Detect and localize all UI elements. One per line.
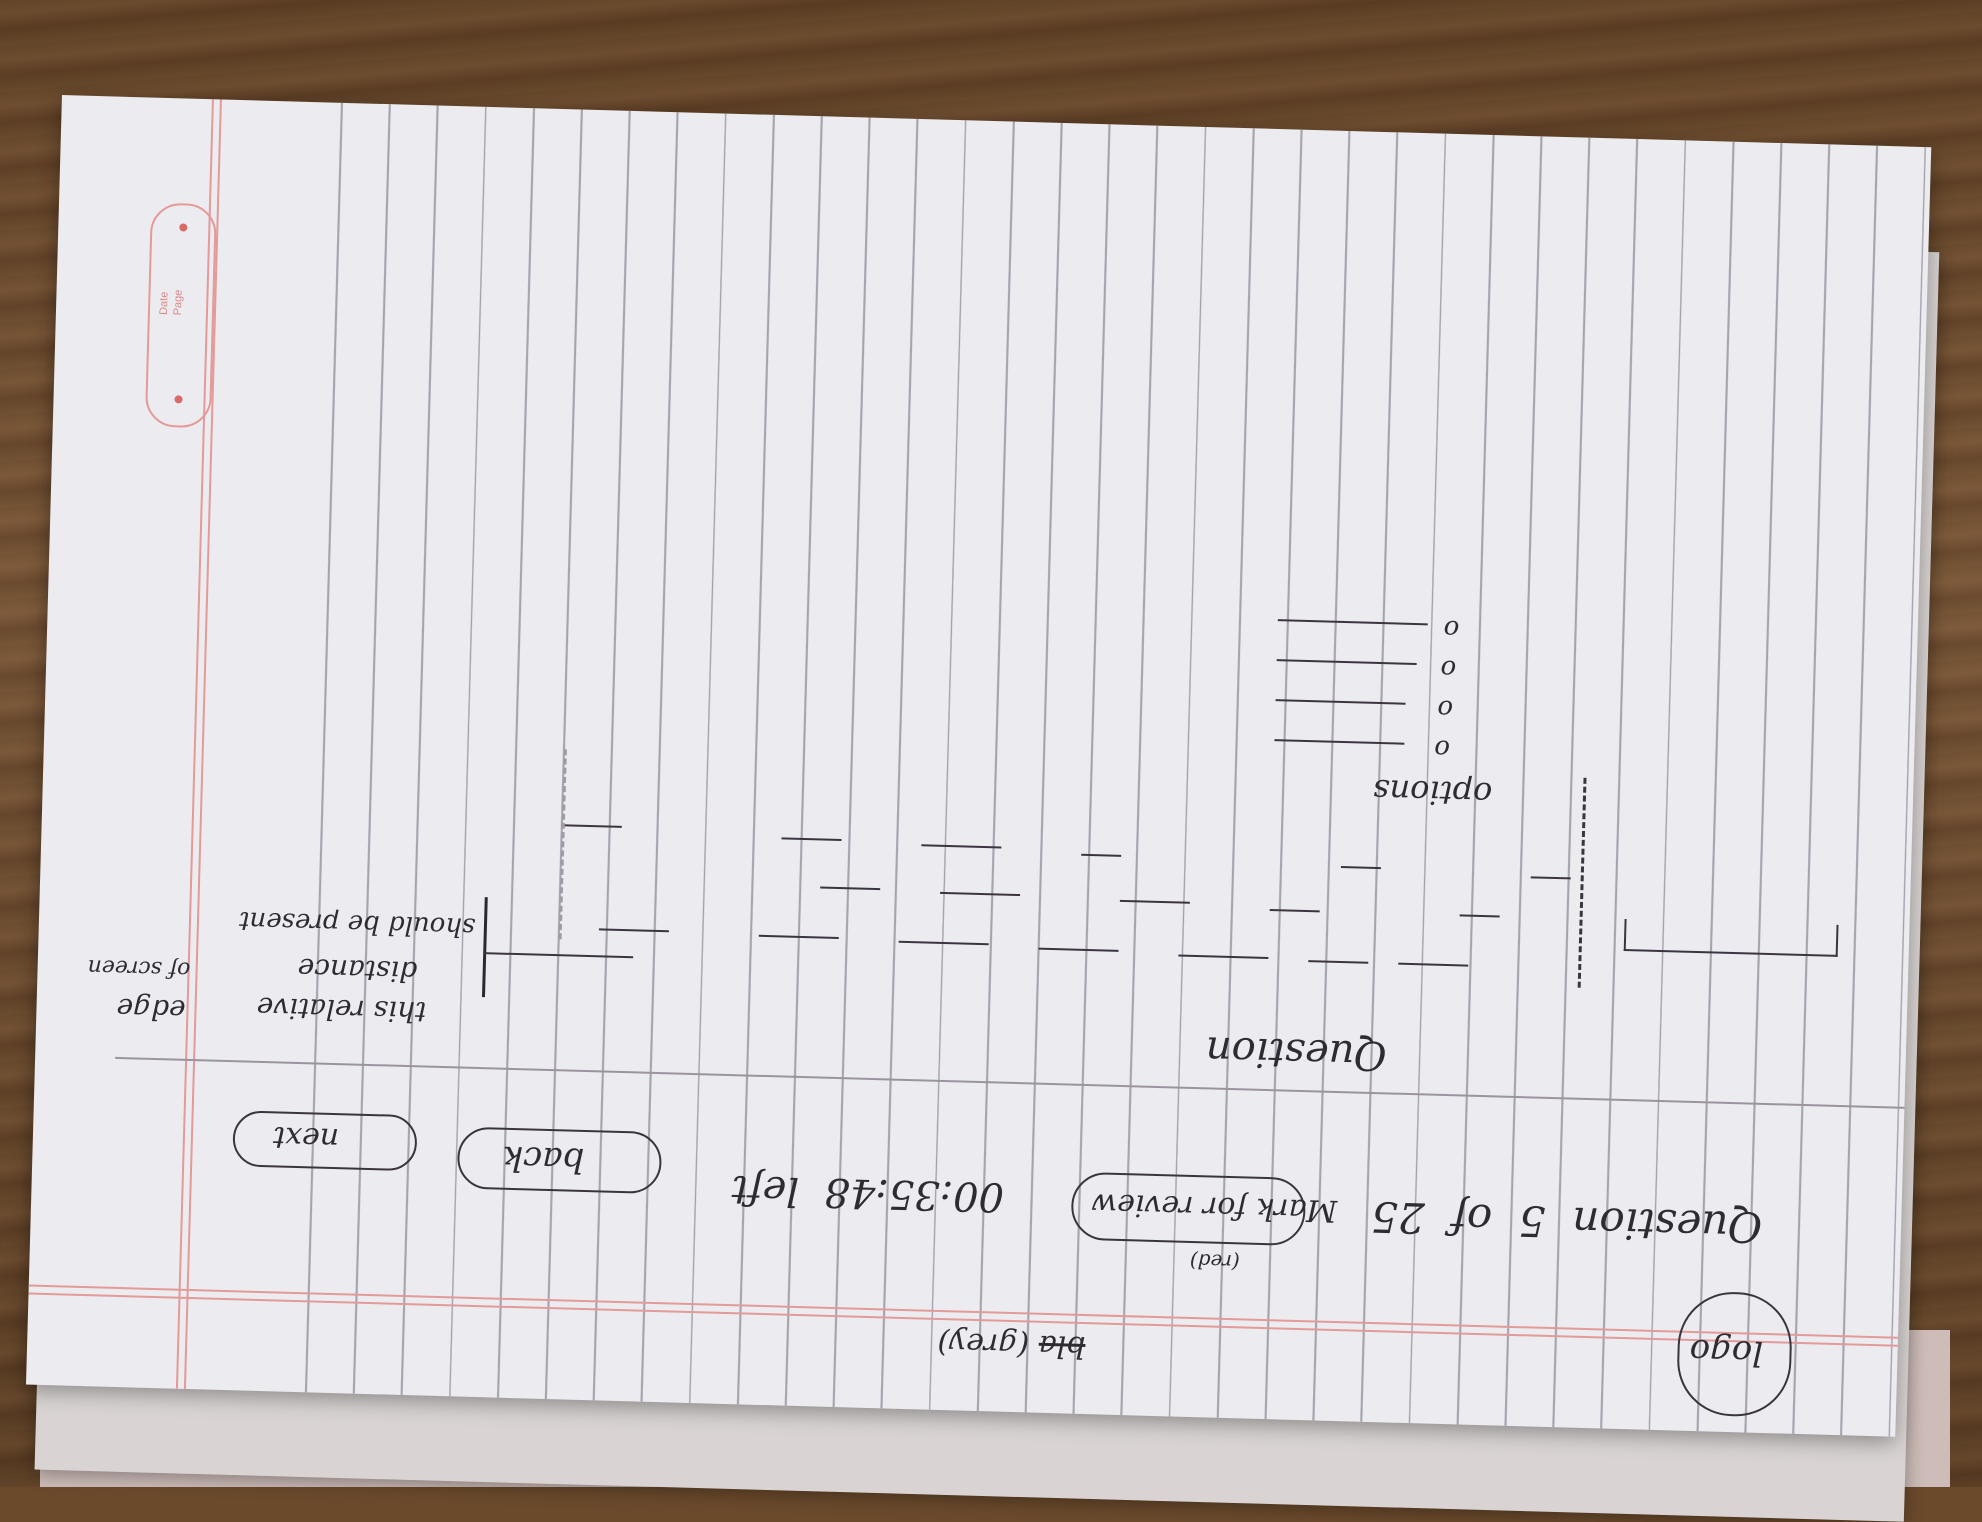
option-marker-2: o bbox=[1436, 693, 1454, 725]
annotation-edge-2: of screen bbox=[87, 954, 191, 982]
mark-color-note: (red) bbox=[1189, 1248, 1241, 1275]
option-marker-4: o bbox=[1443, 613, 1460, 645]
annotation-edge: edge bbox=[116, 991, 186, 1027]
option-marker-1: o bbox=[1433, 733, 1451, 765]
date-page-stamp: Date Page bbox=[144, 202, 218, 429]
options-label: options bbox=[1372, 771, 1493, 814]
bottom-bracket bbox=[1623, 918, 1839, 957]
header-color-note: bla (grey) bbox=[937, 1325, 1086, 1364]
notebook-page: Date Page logo bla (grey) Question 5 of … bbox=[25, 95, 1932, 1437]
header-note-struck: bla bbox=[1038, 1327, 1086, 1365]
back-label: back bbox=[501, 1137, 585, 1180]
timer-text: 00:35:48 left bbox=[731, 1166, 1005, 1220]
stamp-date-label: Date bbox=[157, 291, 171, 316]
question-heading: Question bbox=[1205, 1027, 1388, 1079]
next-label: next bbox=[272, 1119, 340, 1157]
annotation-line-2: distance bbox=[297, 951, 418, 989]
logo-label: logo bbox=[1689, 1330, 1764, 1373]
option-marker-3: o bbox=[1440, 653, 1457, 685]
stamp-page-label: Page bbox=[171, 289, 185, 316]
stamp-dot-bottom bbox=[174, 395, 183, 404]
mark-for-review-label: Mark for review bbox=[1090, 1186, 1338, 1229]
header-note: (grey) bbox=[937, 1324, 1030, 1363]
stamp-dot-top bbox=[179, 223, 188, 232]
annotation-line-1: this relative bbox=[256, 990, 427, 1029]
